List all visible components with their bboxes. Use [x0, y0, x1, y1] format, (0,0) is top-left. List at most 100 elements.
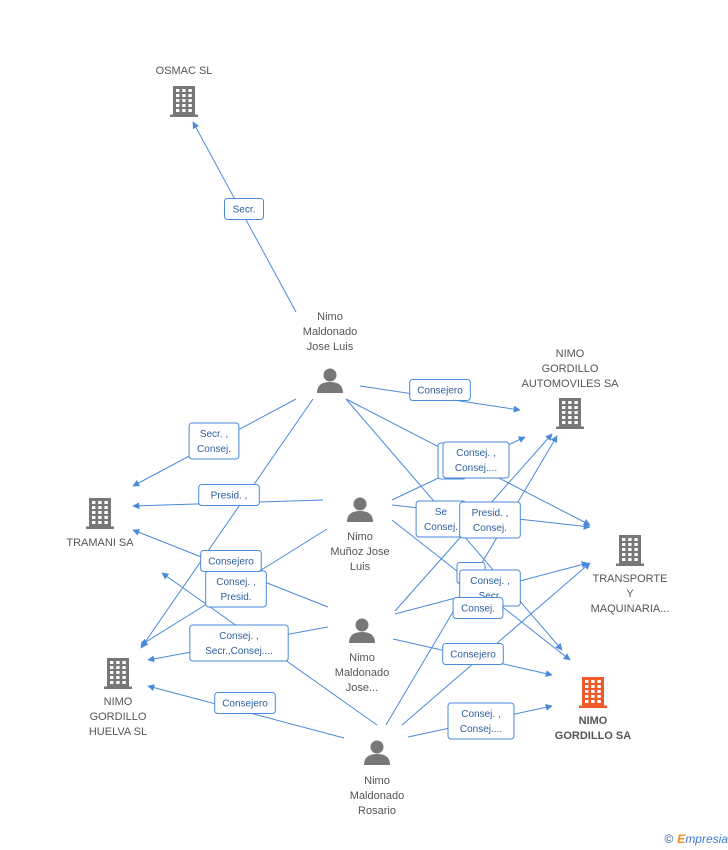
building-icon [579, 677, 607, 708]
node-tramani[interactable]: TRAMANI SA [66, 498, 134, 549]
node-label-line: Nimo [347, 531, 373, 543]
edge-label-box [224, 198, 264, 220]
node-label-line: Luis [350, 561, 371, 573]
edge-label-box [442, 441, 510, 479]
edge-label-text: Consej. , [470, 576, 509, 587]
edge-label-maldonado_jose-to-gordillo[interactable]: Consejero [442, 643, 504, 665]
edge-label-box [452, 597, 504, 619]
node-huelva[interactable]: NIMO GORDILLO HUELVA SL [89, 658, 147, 738]
edge-label-box [442, 643, 504, 665]
brand-initial: E [677, 832, 686, 846]
edge-label-text: Consejero [222, 699, 268, 710]
edge-label-box [214, 692, 276, 714]
edge-label-text: Consej. , [219, 631, 258, 642]
edge-label-jose_luis-to-osmac[interactable]: Secr. [224, 198, 264, 220]
edge-label-text: Consej. , [216, 577, 255, 588]
node-label-line: HUELVA SL [89, 726, 147, 738]
edge-label-rosario-to-gordillo[interactable]: Consej. , Consej.... [447, 702, 515, 740]
node-maldonado_jose[interactable]: NimoMaldonadoJose... [335, 618, 389, 695]
edge-label-text: Presid. , [472, 508, 509, 519]
edge-jose_luis-to-huelva [140, 398, 314, 649]
node-label-line: Maldonado [350, 790, 404, 802]
node-label-line: Rosario [358, 805, 396, 817]
edge-label-text: Consej.... [460, 724, 502, 735]
node-automoviles[interactable]: NIMO GORDILLO AUTOMOVILES SA [522, 348, 620, 429]
node-label-line: GORDILLO SA [555, 730, 631, 742]
node-label-line: Maldonado [335, 667, 389, 679]
node-label-line: TRAMANI SA [66, 537, 134, 549]
node-label-line: TRANSPORTE [593, 573, 668, 585]
edge-label-box [409, 379, 471, 401]
edge-label-text: Consej. [197, 444, 231, 455]
edge-label-munoz-to-tramani[interactable]: Presid. , [198, 484, 260, 506]
edge-label-rosario-to-automoviles[interactable]: Presid. , Consej. [459, 501, 521, 539]
edge-label-text: Secr. , [200, 429, 228, 440]
building-icon [556, 398, 584, 429]
person-icon [317, 368, 343, 393]
building-icon [616, 535, 644, 566]
edge-label-text: Consej. [473, 523, 507, 534]
edge-label-box [200, 550, 262, 572]
edge-label-text: Consej.... [455, 463, 497, 474]
edge-label-box [459, 501, 521, 539]
edge-label-jose_luis-to-tramani[interactable]: Secr. , Consej. [188, 422, 240, 460]
brand-name: mpresia [685, 832, 728, 846]
edge-label-box [198, 484, 260, 506]
node-label-line: AUTOMOVILES SA [522, 378, 620, 390]
person-icon [364, 740, 390, 765]
edge-label-text: Consejero [417, 386, 463, 397]
edge-label-box [189, 624, 289, 662]
edge-label-text: Consej. , [456, 448, 495, 459]
node-label-line: NIMO [556, 348, 585, 360]
building-icon [86, 498, 114, 529]
node-label-line: Nimo [364, 775, 390, 787]
watermark: ©Empresia [664, 832, 728, 846]
edge-label-text: Presid. [220, 592, 251, 603]
node-label-line: OSMAC SL [156, 65, 213, 77]
edge-label-text: Consej. , [461, 709, 500, 720]
edge-label-text: Presid. , [211, 491, 248, 502]
edge-label-text: Consejero [208, 557, 254, 568]
edge-label-maldonado_jose-to-automoviles[interactable]: Consej. , Consej.... [442, 441, 510, 479]
edge-label-text: Secr.,Consej.... [205, 646, 273, 657]
node-osmac[interactable]: OSMAC SL [156, 65, 213, 117]
node-transporte[interactable]: TRANSPORTE Y MAQUINARIA... [591, 535, 670, 615]
edge-label-munoz-to-huelva[interactable]: Consej. , Presid. [205, 570, 267, 608]
edge-label-jose_luis-to-automoviles[interactable]: Consejero [409, 379, 471, 401]
person-icon [347, 497, 373, 522]
node-label-line: GORDILLO [90, 711, 147, 723]
edge-label-text: Se [435, 507, 448, 518]
edge-label-text: Consej. [424, 522, 458, 533]
node-label-line: Y [626, 588, 634, 600]
node-label-line: GORDILLO [542, 363, 599, 375]
node-label-line: Nimo [317, 311, 343, 323]
node-label-line: NIMO [104, 696, 133, 708]
person-icon [349, 618, 375, 643]
node-label-line: Muñoz Jose [330, 546, 389, 558]
building-icon [170, 86, 198, 117]
node-label-line: Maldonado [303, 326, 357, 338]
edge-label-box [447, 702, 515, 740]
edge-label-box [188, 422, 240, 460]
edge-label-text: Consejero [450, 650, 496, 661]
node-label-line: Jose Luis [307, 341, 354, 353]
copyright-symbol: © [664, 832, 674, 846]
edge-label-maldonado_jose-to-huelva[interactable]: Consej. , Secr.,Consej.... [189, 624, 289, 662]
node-label-line: Jose... [346, 682, 378, 694]
node-gordillo[interactable]: NIMO GORDILLO SA [555, 677, 631, 742]
node-label-line: MAQUINARIA... [591, 603, 670, 615]
edge-label-text: Consej. [461, 604, 495, 615]
edge-label-text: Secr. [479, 591, 502, 602]
edge-label-rosario-to-huelva[interactable]: Consejero [214, 692, 276, 714]
node-label-line: NIMO [579, 715, 608, 727]
edge-label-rosario-to-transporte[interactable]: Consej. [452, 597, 504, 619]
edge-label-maldonado_jose-to-tramani[interactable]: Consejero [200, 550, 262, 572]
edge-label-text: Secr. [233, 205, 256, 216]
